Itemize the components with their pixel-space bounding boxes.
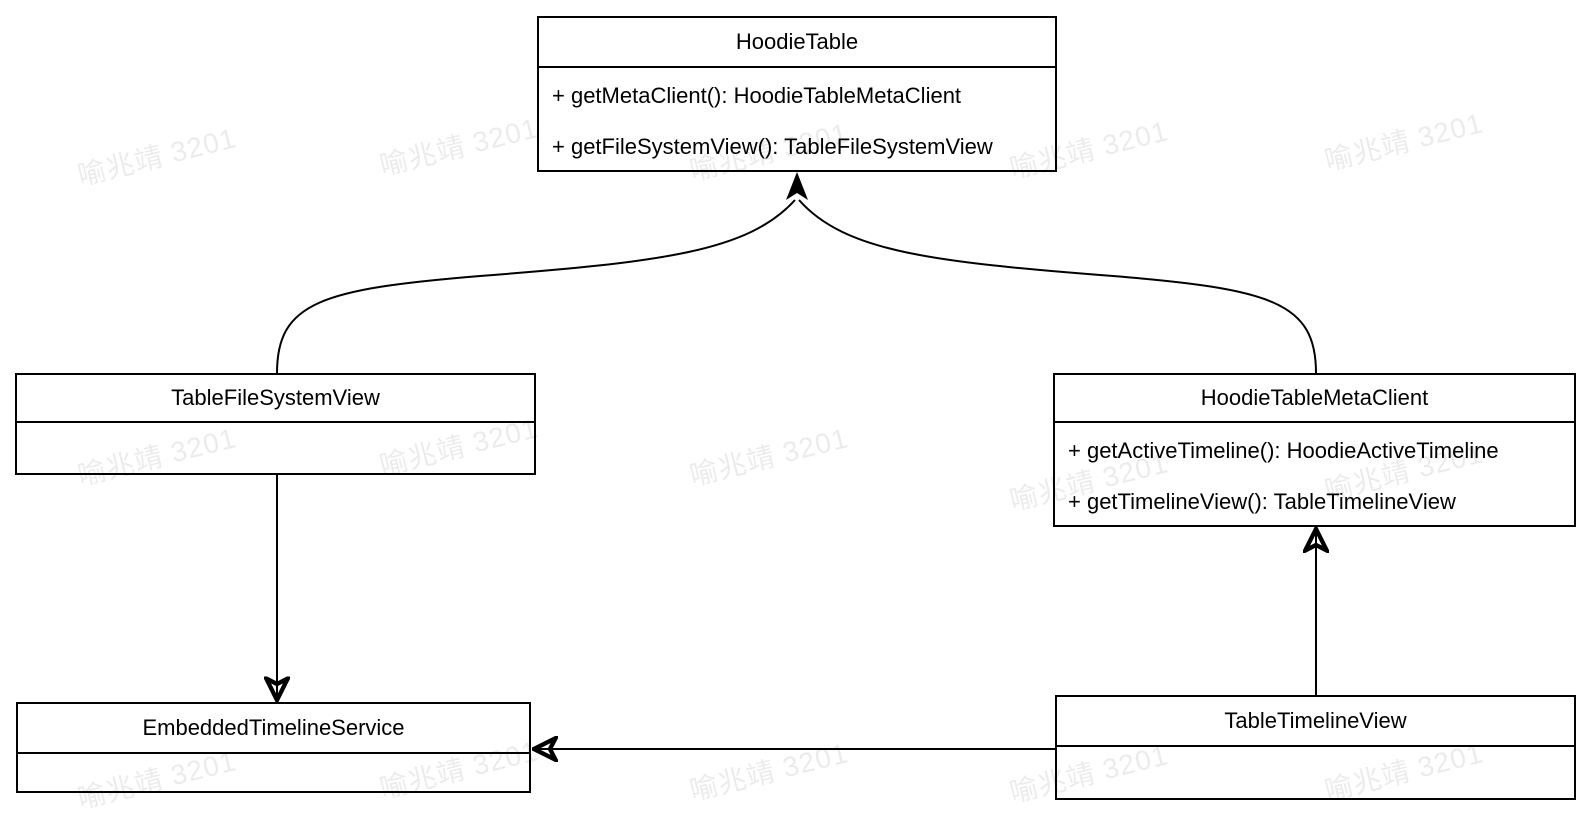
class-box-tablefilesystemview: TableFileSystemView: [15, 373, 536, 475]
class-methods: + getActiveTimeline(): HoodieActiveTimel…: [1055, 423, 1574, 527]
class-box-tabletimelineview: TableTimelineView: [1055, 695, 1576, 800]
arrow-hoodietablemetaclient-to-hoodietable: [798, 199, 1317, 374]
class-box-hoodietablemetaclient: HoodieTableMetaClient + getActiveTimelin…: [1053, 373, 1576, 527]
arrow-tablefilesystemview-to-hoodietable: [276, 199, 796, 374]
class-box-embeddedtimelineservice: EmbeddedTimelineService: [16, 702, 531, 793]
class-methods: [17, 423, 534, 425]
class-methods: [1057, 747, 1574, 749]
class-title: TableFileSystemView: [17, 375, 534, 423]
class-title: HoodieTableMetaClient: [1055, 375, 1574, 423]
class-method: + getMetaClient(): HoodieTableMetaClient: [552, 82, 962, 108]
class-box-hoodietable: HoodieTable + getMetaClient(): HoodieTab…: [537, 16, 1057, 172]
class-method: + getActiveTimeline(): HoodieActiveTimel…: [1068, 437, 1499, 463]
class-title: HoodieTable: [539, 18, 1055, 68]
class-title: TableTimelineView: [1057, 697, 1574, 747]
class-method: + getTimelineView(): TableTimelineView: [1068, 488, 1456, 514]
class-title: EmbeddedTimelineService: [18, 704, 529, 754]
merged-arrowhead-icon: [786, 172, 808, 200]
class-methods: [18, 754, 529, 756]
class-methods: + getMetaClient(): HoodieTableMetaClient…: [539, 68, 1055, 172]
class-method: + getFileSystemView(): TableFileSystemVi…: [552, 133, 993, 159]
